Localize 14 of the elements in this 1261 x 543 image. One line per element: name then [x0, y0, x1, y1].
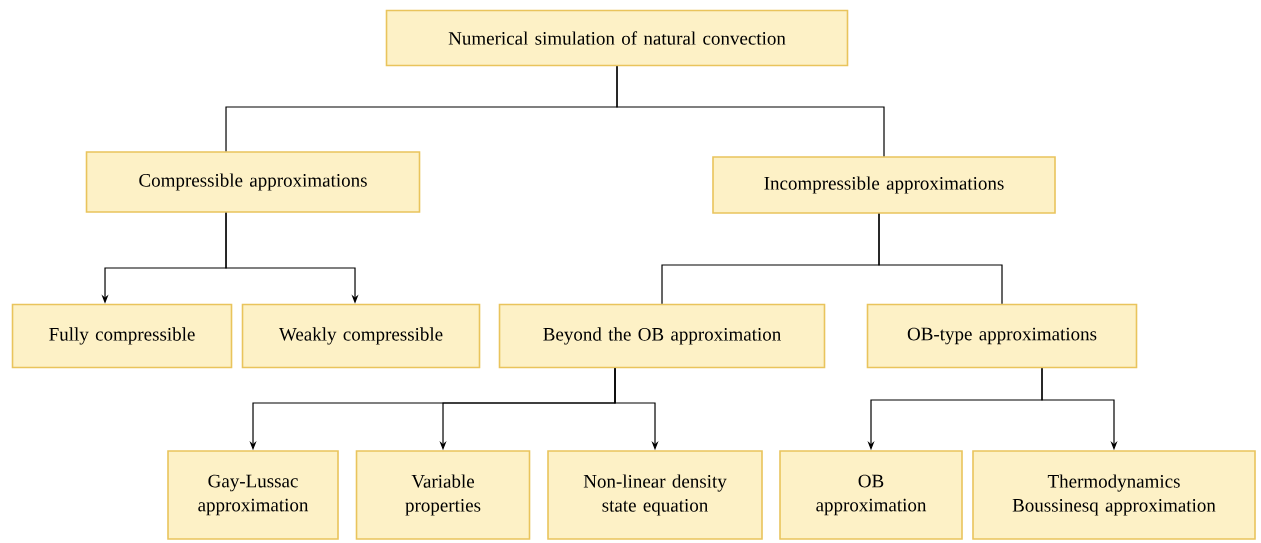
- box: OB-type approximations: [866, 303, 1138, 369]
- box: Compressible approximations: [85, 151, 421, 213]
- box: Non-linear density state equation: [547, 450, 763, 540]
- box: Fully compressible: [11, 303, 233, 369]
- box: Beyond the OB approximation: [498, 303, 826, 369]
- box: Variable properties: [355, 450, 531, 540]
- box: Gay-Lussac approximation: [167, 450, 339, 540]
- connector: [878, 213, 1003, 305]
- box: Weakly compressible: [241, 303, 481, 369]
- box: Numerical simulation of natural convection: [385, 9, 849, 67]
- box: Incompressible approximations: [712, 156, 1056, 214]
- box: OB approximation: [779, 450, 963, 540]
- connector: [616, 65, 885, 157]
- box: Thermodynamics Boussinesq approximation: [972, 450, 1256, 540]
